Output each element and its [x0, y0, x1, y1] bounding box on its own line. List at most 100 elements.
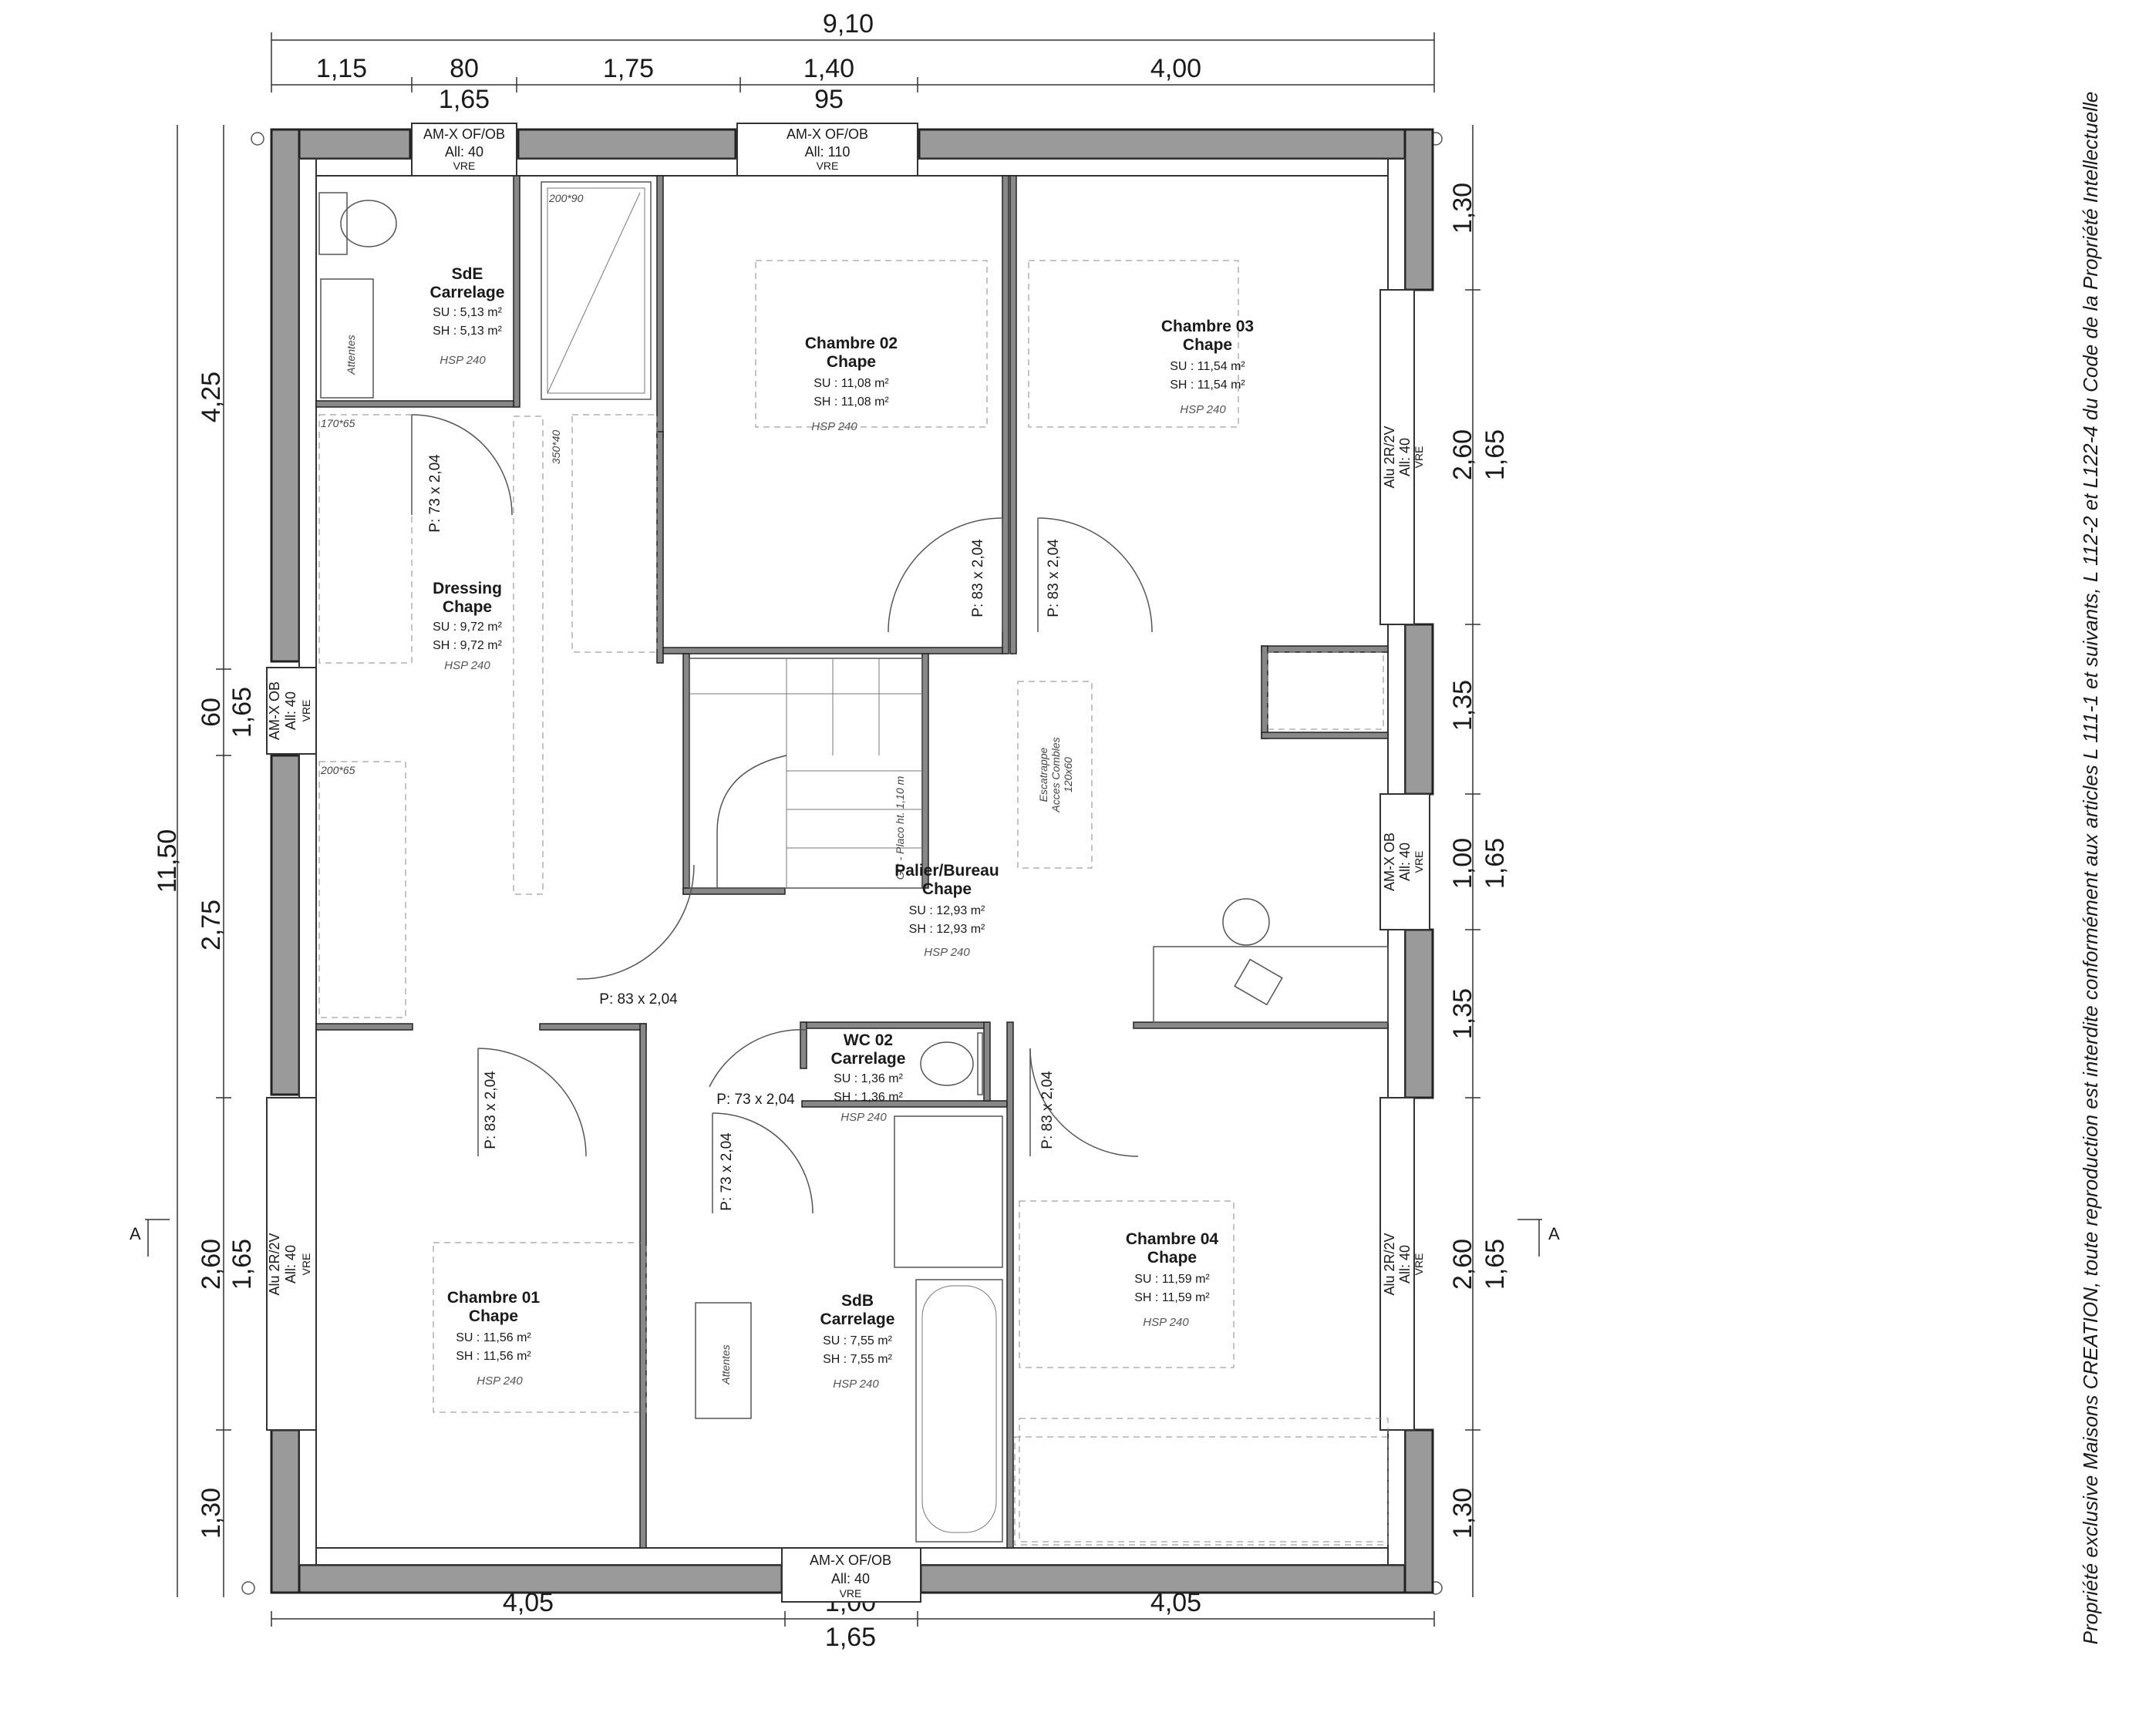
room-chambre-01: Chambre 01 Chape SU : 11,56 m² SH : 11,5… [447, 1289, 541, 1388]
svg-text:VRE: VRE [1413, 851, 1425, 873]
room-sdb: SdB Carrelage SU : 7,55 m² SH : 7,55 m² … [820, 1292, 895, 1391]
svg-text:SU : 5,13 m²: SU : 5,13 m² [433, 306, 502, 319]
dim-top-total: 9,10 [823, 9, 874, 39]
room-chambre-03: Chambre 03 Chape SU : 11,54 m² SH : 11,5… [1161, 318, 1254, 416]
svg-text:Chape: Chape [443, 598, 492, 616]
svg-text:SU : 9,72 m²: SU : 9,72 m² [433, 621, 502, 634]
dim-right-sub-2: 1,65 [1480, 838, 1510, 889]
dim-right-sub-3: 1,65 [1480, 1239, 1510, 1290]
copyright-notice: Propriété exclusive Maisons CREATION, to… [2079, 92, 2102, 1645]
svg-text:All: 40: All: 40 [831, 1571, 870, 1586]
svg-text:VRE: VRE [300, 700, 312, 722]
svg-text:P: 83 x 2,04: P: 83 x 2,04 [970, 539, 986, 617]
svg-text:VRE: VRE [1413, 1253, 1425, 1276]
dim-right-sub-1: 1,65 [1480, 429, 1510, 480]
svg-text:AM-X OF/OB: AM-X OF/OB [787, 126, 868, 142]
svg-text:SdE: SdE [452, 265, 483, 283]
svg-text:Dressing: Dressing [433, 580, 502, 597]
svg-text:Alu 2R/2V: Alu 2R/2V [1382, 1233, 1397, 1295]
svg-text:Escatrappe: Escatrappe [1037, 747, 1049, 802]
svg-text:Chape: Chape [1183, 336, 1232, 354]
dim-left-total: 11,50 [153, 829, 182, 893]
desk [1153, 898, 1389, 1023]
svg-text:Chape: Chape [1147, 1249, 1197, 1267]
dim-bottom-sub: 1,65 [825, 1623, 876, 1652]
svg-text:Chape: Chape [922, 880, 972, 898]
svg-text:P: 73 x 2,04: P: 73 x 2,04 [427, 454, 443, 533]
dim-left-sub-2: 1,65 [227, 1239, 257, 1290]
svg-text:All: 40: All: 40 [1397, 438, 1413, 476]
dim-left-3: 2,75 [197, 900, 226, 950]
dim-top-sub-1: 1,65 [439, 85, 490, 114]
room-wc-02: WC 02 Carrelage SU : 1,36 m² SH : 1,36 m… [831, 1031, 906, 1124]
svg-text:120x60: 120x60 [1062, 757, 1074, 792]
attic-hatch: Escatrappe Acces Combles 120x60 [1017, 681, 1093, 869]
svg-text:A: A [130, 1224, 141, 1243]
window-chambre-01: Alu 2R/2V All: 40 VRE [266, 1097, 317, 1431]
svg-text:SU : 11,59 m²: SU : 11,59 m² [1134, 1273, 1210, 1286]
svg-text:Carrelage: Carrelage [820, 1310, 895, 1328]
sde-fixtures: 200*90 Attentes [318, 181, 652, 400]
svg-text:SdB: SdB [841, 1292, 874, 1310]
svg-text:Acces Combles: Acces Combles [1049, 737, 1062, 812]
dim-right-4: 1,00 [1448, 838, 1477, 889]
svg-text:Alu 2R/2V: Alu 2R/2V [1382, 426, 1397, 488]
svg-text:GC - Placo ht. 1,10 m: GC - Placo ht. 1,10 m [894, 775, 906, 880]
wc-02-fixtures [920, 1032, 983, 1095]
svg-text:170*65: 170*65 [321, 417, 355, 429]
svg-text:HSP 240: HSP 240 [840, 1111, 887, 1124]
window-chambre-02: AM-X OF/OB All: 110 VRE [736, 123, 918, 177]
svg-text:P: 83 x 2,04: P: 83 x 2,04 [1046, 539, 1062, 617]
svg-text:Attentes: Attentes [345, 335, 357, 375]
svg-text:HSP 240: HSP 240 [924, 946, 970, 959]
sdb-fixtures: Attentes [695, 1115, 1003, 1543]
svg-text:A: A [1548, 1224, 1560, 1243]
exterior-walls [270, 128, 1434, 1594]
svg-text:Chape: Chape [469, 1307, 518, 1325]
left-dimensions: 11,50 4,25 60 2,75 2,60 1,30 1,65 1,65 [153, 125, 257, 1597]
room-chambre-02: Chambre 02 Chape SU : 11,08 m² SH : 11,0… [805, 335, 898, 433]
svg-text:WC 02: WC 02 [844, 1031, 893, 1049]
dim-right-7: 1,30 [1448, 1488, 1477, 1539]
room-palier-bureau: Palier/Bureau Chape SU : 12,93 m² SH : 1… [894, 862, 999, 959]
svg-text:Alu 2R/2V: Alu 2R/2V [267, 1233, 282, 1295]
svg-text:SH : 11,08 m²: SH : 11,08 m² [813, 395, 889, 409]
dim-right-6: 2,60 [1448, 1239, 1477, 1290]
dim-left-5: 1,30 [197, 1488, 226, 1539]
svg-text:HSP 240: HSP 240 [1143, 1316, 1189, 1329]
svg-text:All: 110: All: 110 [805, 144, 851, 160]
svg-text:All: 40: All: 40 [283, 691, 298, 730]
svg-text:Carrelage: Carrelage [831, 1050, 906, 1068]
svg-text:SU : 7,55 m²: SU : 7,55 m² [823, 1334, 892, 1347]
svg-text:SH : 11,56 m²: SH : 11,56 m² [456, 1350, 531, 1363]
svg-text:Chambre 01: Chambre 01 [447, 1289, 541, 1307]
svg-text:P: 73 x 2,04: P: 73 x 2,04 [719, 1132, 735, 1211]
svg-text:Chambre 04: Chambre 04 [1126, 1230, 1219, 1248]
section-marker-left: A [130, 1219, 170, 1257]
window-palier: AM-X OB All: 40 VRE [1379, 793, 1430, 930]
right-dimensions: 1,30 2,60 1,35 1,00 1,35 2,60 1,30 1,65 … [1448, 125, 1510, 1597]
svg-text:VRE: VRE [840, 1587, 862, 1600]
interior-walls [315, 175, 1389, 1549]
svg-text:HSP 240: HSP 240 [444, 659, 490, 672]
svg-text:Carrelage: Carrelage [430, 284, 505, 301]
svg-text:Chambre 03: Chambre 03 [1161, 318, 1254, 335]
dim-top-5: 4,00 [1150, 54, 1201, 83]
svg-text:SH : 9,72 m²: SH : 9,72 m² [433, 639, 502, 652]
svg-text:200*65: 200*65 [320, 764, 355, 776]
dim-right-5: 1,35 [1448, 988, 1477, 1039]
svg-text:SU : 11,08 m²: SU : 11,08 m² [813, 377, 889, 390]
svg-text:Palier/Bureau: Palier/Bureau [894, 862, 999, 880]
room-sde: SdE Carrelage SU : 5,13 m² SH : 5,13 m² … [430, 265, 505, 367]
svg-text:VRE: VRE [453, 160, 476, 172]
window-chambre-03: Alu 2R/2V All: 40 VRE [1379, 289, 1425, 625]
svg-text:HSP 240: HSP 240 [1180, 403, 1226, 416]
beds [433, 260, 1389, 1543]
svg-text:VRE: VRE [817, 160, 839, 172]
svg-text:HSP 240: HSP 240 [440, 354, 486, 367]
svg-text:Chape: Chape [827, 353, 876, 371]
svg-text:All: 40: All: 40 [1397, 843, 1413, 881]
dim-right-1: 1,30 [1448, 183, 1477, 234]
dim-left-4: 2,60 [197, 1239, 226, 1290]
svg-text:SH : 12,93 m²: SH : 12,93 m² [909, 923, 985, 936]
